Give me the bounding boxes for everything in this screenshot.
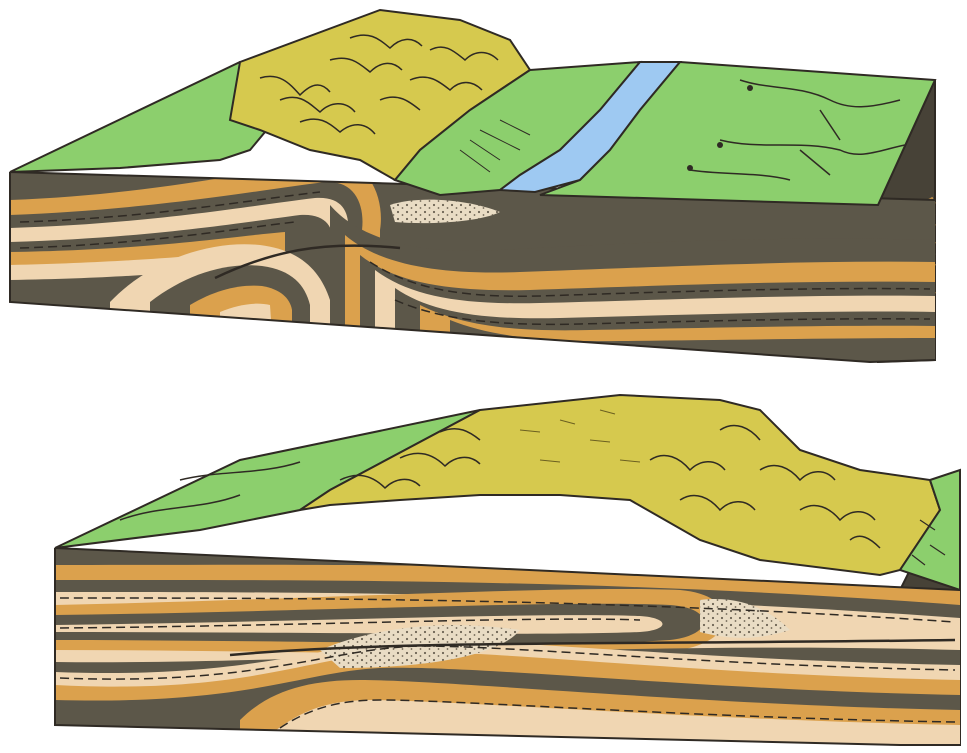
lower-escarpment-ridge (300, 395, 940, 575)
lower-block (0, 395, 967, 750)
upper-block (0, 10, 967, 380)
